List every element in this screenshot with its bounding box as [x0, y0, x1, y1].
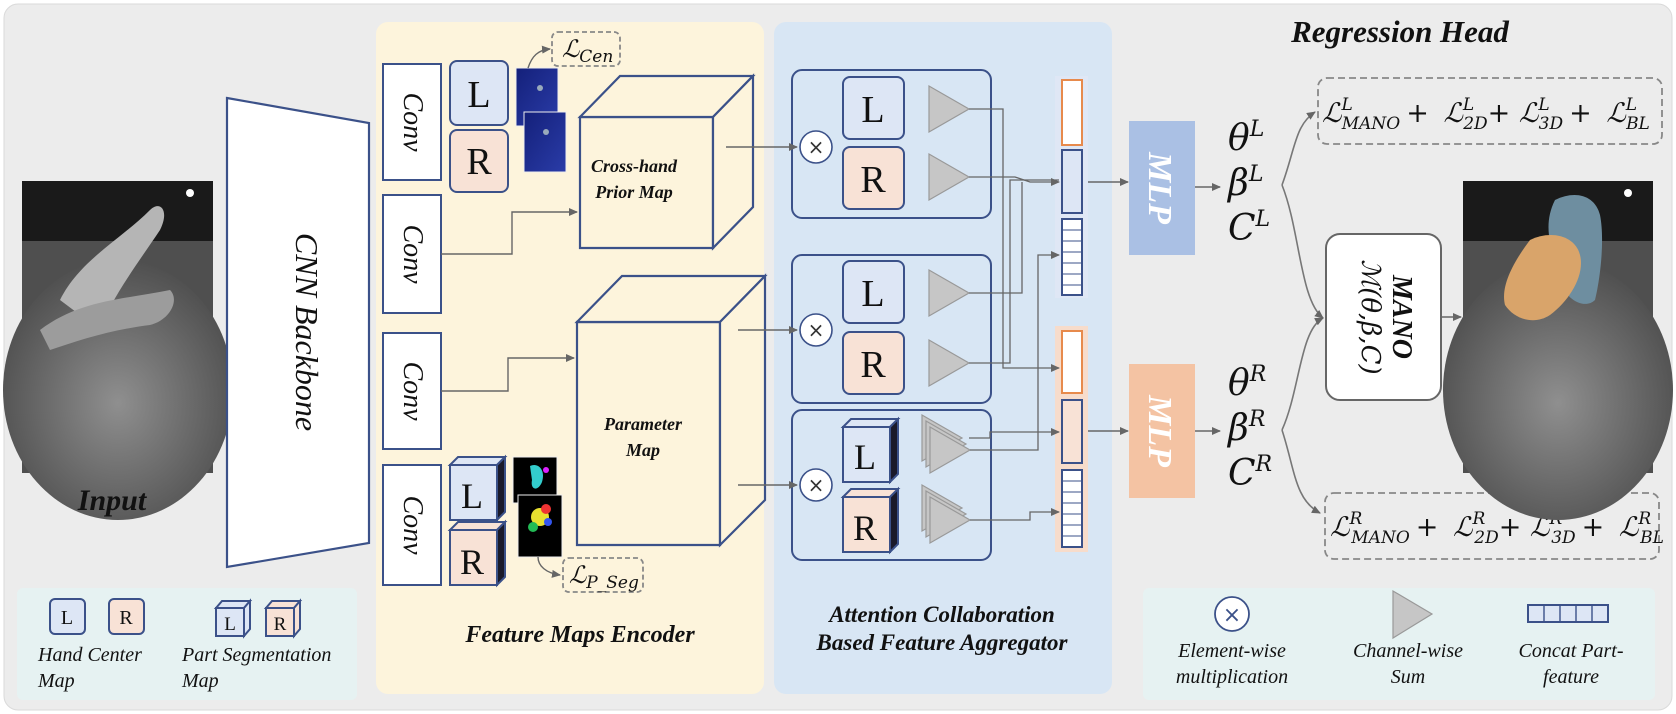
params-left: θL βL CL [1226, 117, 1270, 249]
aggregator-title-line2: Based Feature Aggregator [816, 630, 1069, 655]
multiply-icon: × [1214, 596, 1250, 632]
mlp-right: MLP [1129, 364, 1195, 498]
parameter-map-cube: Parameter Map [574, 273, 768, 548]
svg-text:Map: Map [625, 440, 660, 460]
right-feature-bar [1055, 326, 1088, 552]
svg-text:×: × [808, 135, 825, 159]
segmentation-thumbnails [512, 456, 563, 558]
svg-text:R: R [460, 542, 484, 582]
legend-hand-center-icons: L R [49, 598, 145, 635]
arrow-conv3-to-parameter [441, 354, 575, 392]
svg-text:×: × [808, 318, 825, 342]
svg-text:R: R [119, 607, 133, 629]
regression-title: Regression Head [1290, 14, 1509, 49]
svg-text:R: R [274, 614, 287, 635]
legend-element-wise-2: multiplication [1176, 666, 1288, 688]
concat-feature-icon [1527, 604, 1609, 623]
svg-text:L: L [861, 273, 884, 315]
svg-text:Parameter: Parameter [603, 414, 683, 434]
svg-text:MLP: MLP [1141, 151, 1178, 224]
aggregator-group-1: × L R [791, 69, 992, 219]
aggregator-title-line1: Attention Collaboration [827, 602, 1055, 627]
legend-concat-1: Concat Part- [1519, 640, 1624, 662]
mlp-left: MLP [1129, 121, 1195, 255]
legend-concat-2: feature [1543, 666, 1599, 688]
svg-text:×: × [1223, 603, 1241, 628]
aggregator-group-2: × L R [791, 254, 992, 404]
param-branch-curves [1281, 111, 1324, 514]
part-seg-map-left: L [447, 454, 508, 523]
svg-text:θR: θR [1228, 362, 1266, 404]
legend-part-seg-label-1: Part Segmentation [181, 644, 331, 666]
svg-text:MANO: MANO [1386, 274, 1417, 359]
left-feature-bar [1055, 76, 1088, 298]
conv-label-4: Conv [397, 495, 428, 555]
svg-text:R: R [466, 141, 492, 183]
mano-box: MANO ℳ(θ,β,C) [1325, 233, 1442, 401]
svg-text:L: L [61, 607, 73, 629]
svg-text:CR: CR [1228, 452, 1272, 494]
svg-text:×: × [808, 473, 825, 497]
loss-cen-box: ℒCen [551, 31, 621, 67]
legend-hand-center-label-2: Map [37, 670, 75, 692]
center-heatmap-thumbnails [515, 67, 567, 173]
svg-text:CL: CL [1228, 207, 1270, 249]
channel-sum-icon [1392, 589, 1434, 640]
svg-text:L: L [467, 74, 490, 116]
legend-hand-center-label-1: Hand Center [37, 644, 142, 666]
part-seg-map-right: R [447, 519, 508, 588]
encoder-title: Feature Maps Encoder [464, 622, 695, 648]
svg-text:L: L [861, 89, 884, 131]
svg-text:R: R [860, 159, 886, 201]
svg-text:L: L [461, 476, 483, 516]
conv-block-2: Conv [382, 194, 442, 314]
cnn-backbone-label: CNN Backbone [289, 233, 325, 431]
conv-block-1: Conv [382, 63, 442, 181]
cnn-backbone-shape [225, 96, 371, 569]
output-image [1443, 181, 1673, 520]
aggregator-wiring [969, 108, 1060, 521]
svg-text:ℒCen: ℒCen [562, 35, 613, 67]
conv-label-2: Conv [397, 224, 428, 284]
legend-part-seg-label-2: Map [181, 670, 219, 692]
conv-block-4: Conv [382, 464, 442, 586]
input-image [3, 181, 233, 520]
arrow-conv2-to-cross-hand [441, 208, 578, 255]
legend-channel-sum-2: Sum [1391, 666, 1425, 688]
params-right: θR βR CR [1226, 362, 1272, 494]
svg-text:Prior Map: Prior Map [594, 182, 673, 202]
legend-element-wise-1: Element-wise [1177, 640, 1286, 662]
svg-text:θL: θL [1228, 117, 1264, 159]
svg-text:L: L [854, 437, 876, 477]
legend-part-seg-icons: L R [213, 598, 303, 639]
arrow-seg-to-loss [537, 556, 561, 578]
hand-center-map-left: L [449, 60, 509, 126]
svg-text:Cross-hand: Cross-hand [591, 156, 678, 176]
input-label: Input [77, 484, 148, 517]
legend-channel-sum-1: Channel-wise [1353, 640, 1463, 662]
aggregator-group-3: × L R [791, 409, 992, 561]
svg-text:ℒP_Seg: ℒP_Seg [569, 561, 639, 593]
svg-text:ℳ(θ,β,C): ℳ(θ,β,C) [1355, 259, 1385, 374]
arrow-heatmap-to-loss-cen [527, 45, 551, 69]
hand-center-map-right: R [449, 129, 509, 193]
conv-block-3: Conv [382, 332, 442, 450]
svg-text:R: R [860, 344, 886, 386]
conv-label-1: Conv [397, 92, 428, 152]
svg-text:MLP: MLP [1141, 394, 1178, 467]
svg-text:βL: βL [1226, 162, 1263, 204]
conv-label-3: Conv [397, 361, 428, 421]
svg-text:R: R [853, 508, 877, 548]
svg-text:L: L [224, 614, 236, 635]
svg-text:βR: βR [1226, 407, 1265, 449]
cross-hand-prior-map-cube: Cross-hand Prior Map [577, 73, 756, 251]
loss-seg-box: ℒP_Seg [562, 557, 644, 593]
